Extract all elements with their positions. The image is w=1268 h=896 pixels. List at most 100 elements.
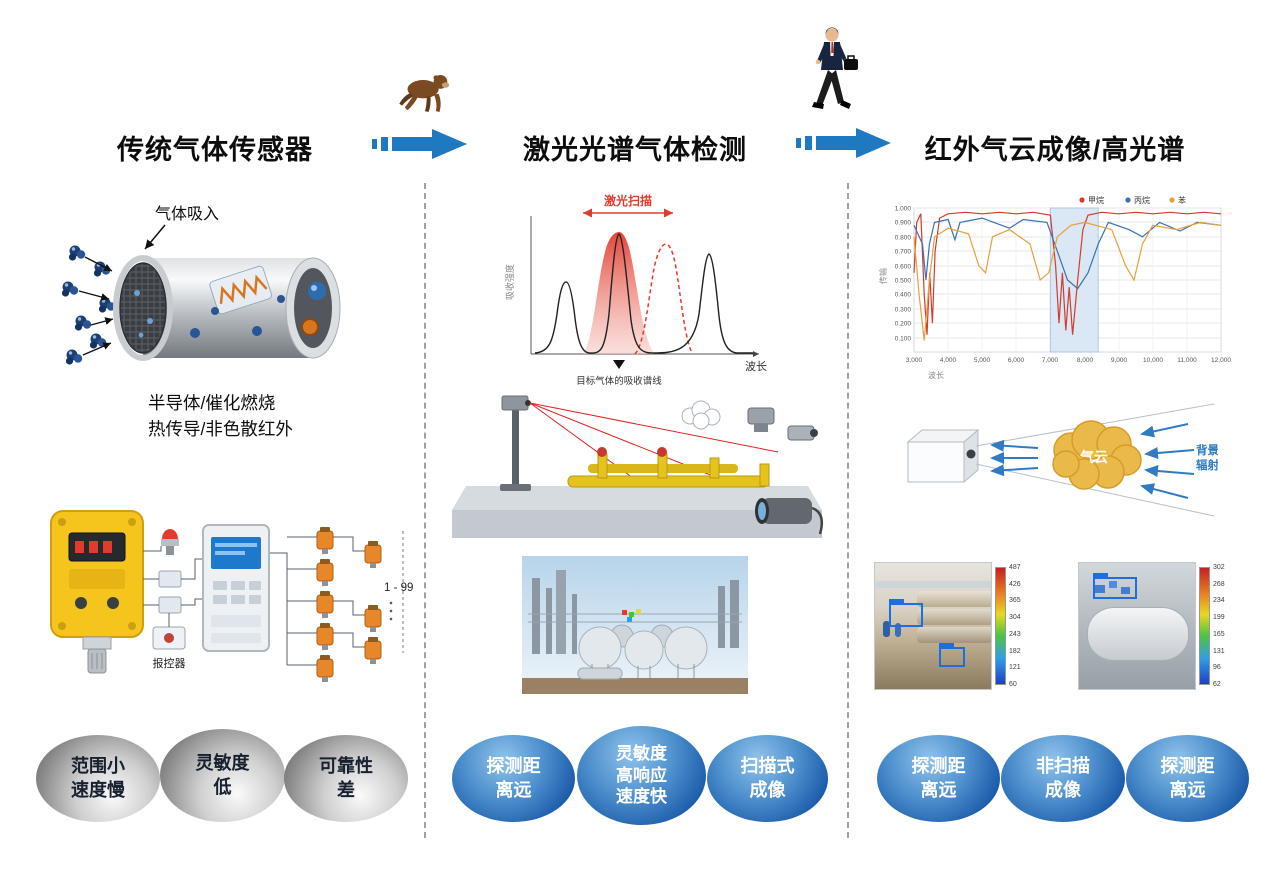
refinery-photo (522, 556, 748, 694)
column2-title: 激光光谱气体检测 (523, 135, 747, 165)
sensor-coil-window (209, 265, 273, 315)
svg-text:0.200: 0.200 (895, 321, 912, 328)
color-marks (622, 609, 641, 622)
svg-text:0.600: 0.600 (895, 264, 912, 271)
advantage-bubble-distance: 探测距 离远 (452, 735, 575, 822)
svg-text:1.000: 1.000 (895, 206, 912, 213)
absorption-curve (534, 233, 753, 354)
gas-cloud (1052, 420, 1142, 490)
advantage-bubble-distance-2: 探测距 离远 (877, 735, 1000, 822)
column1-title: 传统气体传感器 (117, 135, 313, 165)
svg-text:10,000: 10,000 (1143, 357, 1163, 364)
laser-beams (529, 402, 779, 487)
transmission-spectra-chart: 1.000 0.900 0.800 0.700 0.600 0.500 0.400 0.… (878, 195, 1231, 380)
traditional-sensor-illustration: 气体吸入 (61, 205, 341, 365)
series-methane (913, 211, 1222, 335)
laser-scan-spectrum-diagram: 激光扫描 吸收强度 目标气体的吸收谱线 波长 (504, 193, 767, 387)
svg-text:11,000: 11,000 (1177, 357, 1197, 364)
y-tick-labels: 1.000 0.900 0.800 0.700 0.600 0.500 0.400 0.… (895, 206, 912, 343)
svg-text:丙烷: 丙烷 (1134, 195, 1150, 205)
advantage-bubble-scan-imaging: 扫描式 成像 (707, 735, 828, 822)
advantage-bubble-sensitivity: 灵敏度 高响应 速度快 (577, 726, 706, 825)
controller-label: 报控器 (153, 656, 186, 670)
svg-text:12,000: 12,000 (1211, 357, 1231, 364)
chart-legend: 甲烷 丙烷 苯 (1079, 195, 1186, 205)
column-separator (847, 183, 849, 838)
monkey-icon (399, 75, 450, 113)
gas-cloud-label: 气云 (1079, 449, 1108, 465)
background-radiation-label-1: 背景 (1196, 443, 1218, 457)
thermal-photo-tank (1078, 562, 1196, 690)
series-benzene (913, 221, 1222, 341)
advantage-bubble-staring-imaging: 非扫描 成像 (1001, 735, 1125, 822)
svg-text:0.500: 0.500 (895, 278, 912, 285)
svg-text:甲烷: 甲烷 (1088, 195, 1104, 205)
drawback-bubble-range: 范围小 速度慢 (36, 735, 160, 822)
arrow-right-icon (796, 128, 891, 158)
inflow-arrows (78, 256, 114, 356)
caption-line-2: 热传导/非色散红外 (148, 419, 293, 440)
background-radiation-arrows (1140, 423, 1195, 499)
spectrum-y-label: 吸收强度 (504, 264, 515, 300)
series-propane (913, 217, 1222, 290)
svg-text:0.900: 0.900 (895, 220, 912, 227)
spectrum-x-label: 波长 (745, 360, 767, 373)
pipe-rack (528, 613, 742, 623)
svg-text:0.100: 0.100 (895, 336, 912, 343)
detector-count-range: 1 - 99 (384, 582, 413, 594)
wiring-lines (143, 536, 365, 666)
svg-text:5,000: 5,000 (974, 357, 991, 364)
yellow-pipes (567, 447, 770, 488)
sensor-types-caption: 半导体/催化燃烧 热传导/非色散红外 (148, 390, 293, 443)
fixed-detector-system-illustration: 报控器 (50, 510, 413, 683)
drawback-bubble-sensitivity: 灵敏度 低 (160, 729, 285, 822)
column3-title: 红外气云成像/高光谱 (924, 135, 1186, 165)
color-scale-bar (1199, 567, 1210, 685)
svg-text:0.300: 0.300 (895, 307, 912, 314)
laser-scan-label: 激光扫描 (604, 193, 652, 208)
gas-molecules (61, 245, 116, 365)
arrow-right-icon (372, 129, 467, 159)
svg-text:3,000: 3,000 (906, 357, 923, 364)
laser-scan-band (583, 232, 655, 354)
svg-text:8,000: 8,000 (1077, 357, 1094, 364)
svg-text:苯: 苯 (1178, 195, 1186, 205)
svg-text:6,000: 6,000 (1008, 357, 1025, 364)
ir-camera-box (906, 428, 980, 484)
drawback-bubble-reliability: 可靠性 差 (284, 735, 408, 822)
remote-detectors (316, 526, 382, 683)
alarm-beacon (161, 529, 179, 555)
transmitted-radiation-arrows (990, 439, 1039, 477)
pan-tilt-instruments (747, 407, 818, 441)
ellipsis-dots (389, 601, 393, 621)
svg-text:7,000: 7,000 (1042, 357, 1059, 364)
laser-scanning-scene (452, 395, 823, 538)
businessman-icon (812, 27, 858, 109)
gas-detector-device (50, 510, 144, 674)
target-gas-line-label: 目标气体的吸收谱线 (576, 375, 662, 387)
gas-inhale-label: 气体吸入 (155, 205, 219, 223)
svg-text:0.800: 0.800 (895, 235, 912, 242)
controller-panel (202, 524, 270, 652)
gas-cloud-imaging-diagram: 气云 背景 辐射 (906, 403, 1218, 517)
svg-text:0.700: 0.700 (895, 249, 912, 256)
caption-line-1: 半导体/催化燃烧 (148, 393, 276, 413)
chart-y-label: 传输 (878, 268, 888, 284)
thermal-photo-pipes (874, 562, 992, 690)
column-separator (424, 183, 426, 838)
spherical-tanks (578, 624, 708, 678)
chart-x-label: 波长 (928, 370, 944, 380)
color-scale-bar (995, 567, 1006, 685)
gas-plume-sketch (681, 400, 721, 430)
background-radiation-label-2: 辐射 (1196, 458, 1218, 472)
svg-text:9,000: 9,000 (1111, 357, 1128, 364)
svg-text:0.400: 0.400 (895, 292, 912, 299)
advantage-bubble-distance-3: 探测距 离远 (1126, 735, 1249, 822)
highlight-band (1049, 207, 1099, 353)
